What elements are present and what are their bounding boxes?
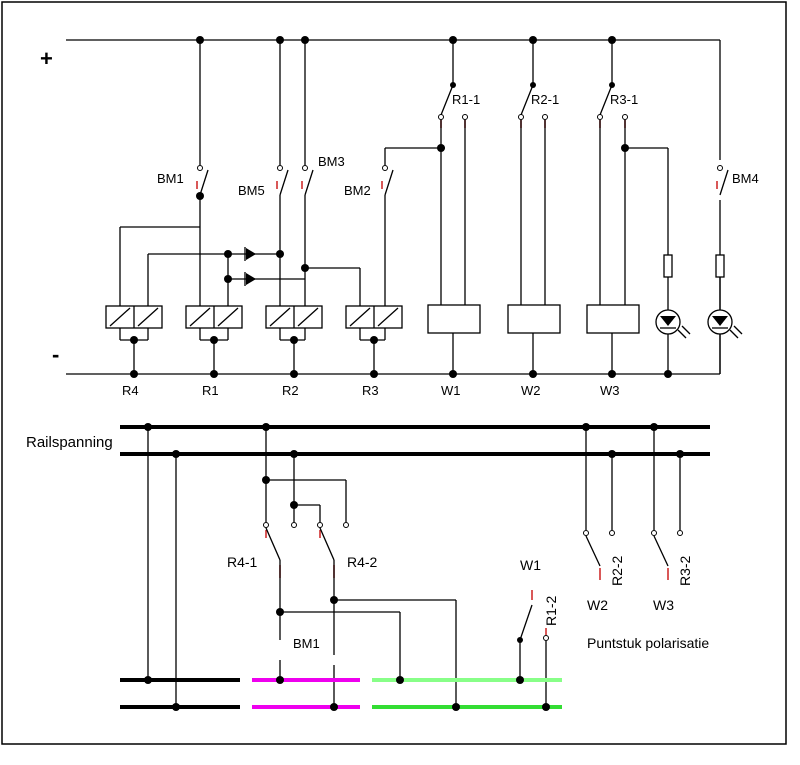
r2-1-label: R2-1: [531, 92, 559, 107]
r2-2-label: R2-2: [609, 555, 625, 586]
led-2: [707, 277, 743, 374]
plus-label: +: [40, 46, 53, 71]
switch-bm3: [301, 165, 314, 298]
relay-r3: [345, 298, 403, 378]
r3-label: R3: [362, 383, 379, 398]
bm3-label: BM3: [318, 154, 345, 169]
w3-bottom-label: W3: [653, 597, 674, 613]
r4-label: R4: [122, 383, 139, 398]
switch-bm5: [276, 165, 289, 298]
contact-r1-2: W1 R1-2: [517, 557, 559, 707]
contact-r3-1: [597, 82, 673, 305]
contact-r3-2: W3 R3-2: [650, 423, 693, 613]
w1-bottom-label: W1: [520, 557, 541, 573]
w3-label: W3: [600, 383, 620, 398]
w1-label: W1: [441, 383, 461, 398]
switch-bm4: [715, 165, 729, 278]
bm4-label: BM4: [732, 171, 759, 186]
diode-2-icon: [246, 273, 256, 285]
minus-label: -: [52, 342, 59, 367]
r4-1-label: R4-1: [227, 554, 258, 570]
r2-label: R2: [282, 383, 299, 398]
railspanning-label: Railspanning: [26, 434, 113, 451]
point-motors: [427, 304, 640, 378]
r3-2-label: R3-2: [677, 555, 693, 586]
puntstuk-label: Puntstuk polarisatie: [587, 635, 709, 651]
w2-bottom-label: W2: [587, 597, 608, 613]
top-feeders: [196, 36, 616, 165]
contact-r1-1: [437, 82, 468, 305]
top-labels: + - BM1 BM5 BM3 BM2 BM4 R1-1 R2-1 R3-1 R…: [40, 46, 759, 398]
led-1: [655, 277, 691, 378]
r1-1-label: R1-1: [452, 92, 480, 107]
r4-2-label: R4-2: [347, 554, 378, 570]
bm1-label: BM1: [157, 171, 184, 186]
bm5-label: BM5: [238, 183, 265, 198]
switch-bm1: [196, 165, 209, 298]
w2-label: W2: [521, 383, 541, 398]
r3-1-label: R3-1: [610, 92, 638, 107]
contact-r2-2: W2 R2-2: [582, 423, 625, 613]
diode-1-icon: [246, 248, 256, 260]
diode-network: [119, 226, 361, 298]
bm1-bottom-label: BM1: [293, 636, 320, 651]
motor-w2: [507, 304, 561, 334]
motor-w1: [427, 304, 481, 334]
relay-r1: [185, 298, 243, 378]
relay-coils: [105, 298, 403, 378]
bm2-label: BM2: [344, 183, 371, 198]
relay-r2: [265, 298, 323, 378]
r1-label: R1: [202, 383, 219, 398]
diagram-border: [1, 1, 787, 745]
contacts-r4: R4-1 R4-2 BM1: [227, 423, 457, 707]
track-sections: [120, 676, 562, 711]
motor-w3: [586, 304, 640, 334]
relay-r4: [105, 298, 163, 378]
r1-2-label: R1-2: [543, 595, 559, 626]
switch-bm2: [381, 147, 445, 298]
contact-r2-1: [518, 82, 548, 305]
